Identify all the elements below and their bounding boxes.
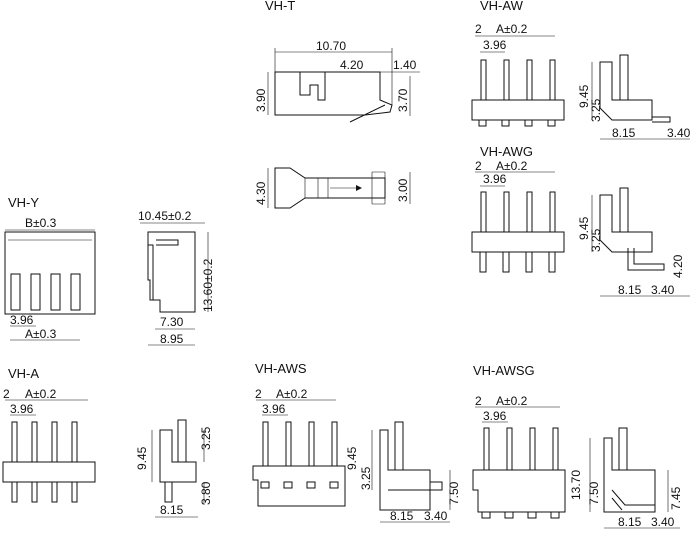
vh-y-base2-dim: 8.95 — [160, 332, 184, 346]
vh-awg-tail-dim: 4.20 — [671, 254, 685, 278]
vh-y-drawing: VH-Y B±0.3 3.96 A±0.3 10.45±0.2 13.60±0.… — [4, 195, 215, 346]
vh-aw-pins — [478, 59, 556, 127]
vh-a-h1-dim: 9.45 — [135, 446, 149, 470]
vh-t-drawing: VH-T 10.70 4.20 1.40 3.90 3.70 4.30 3.00 — [254, 0, 420, 209]
vh-y-side-h-dim: 13.60±0.2 — [201, 258, 215, 312]
vh-aw-side-view — [599, 54, 671, 123]
vh-y-title: VH-Y — [8, 195, 39, 210]
vh-aw-pitch-total-dim: A±0.2 — [496, 22, 528, 36]
vh-aw-housing — [471, 99, 565, 121]
vh-awsg-w2-dim: 3.40 — [651, 515, 675, 529]
vh-a-pitch-dim: 3.96 — [10, 402, 34, 416]
vh-t-top-h-dim: 4.30 — [254, 181, 268, 205]
vh-aw-edge-dim: 2 — [475, 22, 482, 36]
vh-awg-side-view — [599, 187, 665, 271]
vh-aws-h3-dim: 7.50 — [447, 481, 461, 505]
vh-aw-w1-dim: 8.15 — [612, 126, 636, 140]
vh-awg-h2-dim: 3.25 — [589, 228, 603, 252]
vh-t-side-view — [274, 71, 393, 116]
vh-awg-edge-dim: 2 — [475, 159, 482, 173]
vh-a-title: VH-A — [8, 366, 39, 381]
vh-awsg-title: VH-AWSG — [473, 363, 535, 378]
vh-awsg-pitch-total-dim: A±0.2 — [496, 394, 528, 408]
vh-awsg-side-view — [603, 427, 656, 513]
vh-t-mid-dim: 4.20 — [340, 58, 364, 72]
vh-aws-pitch-dim: 3.96 — [262, 402, 286, 416]
vh-aw-title: VH-AW — [480, 0, 524, 13]
vh-awg-w1-dim: 8.15 — [618, 283, 642, 297]
vh-aws-w1-dim: 8.15 — [390, 509, 414, 523]
vh-y-pitch-total-dim: A±0.3 — [25, 327, 57, 341]
vh-y-side-w-dim: 10.45±0.2 — [138, 209, 192, 223]
vh-awsg-drawing: VH-AWSG 2 A±0.2 3.96 13.70 7.50 7.45 8.1… — [472, 363, 683, 529]
vh-aw-h2-dim: 3.25 — [589, 98, 603, 122]
vh-a-pins — [11, 421, 78, 503]
vh-aws-housing — [252, 465, 346, 507]
vh-a-edge-dim: 2 — [3, 387, 10, 401]
vh-y-side-view — [147, 231, 196, 313]
vh-a-pitch-total-dim: A±0.2 — [25, 387, 57, 401]
vh-aws-h1-dim: 9.45 — [345, 446, 359, 470]
vh-awsg-h2-dim: 7.50 — [587, 481, 601, 505]
vh-t-length-dim: 10.70 — [316, 39, 346, 53]
vh-y-pitch-dim: 3.96 — [10, 313, 34, 327]
vh-awg-h1-dim: 9.45 — [577, 216, 591, 240]
vh-a-side-view — [159, 419, 197, 503]
vh-y-base1-dim: 7.30 — [160, 315, 184, 329]
vh-aws-drawing: VH-AWS 2 A±0.2 3.96 9.45 3.25 7.50 8.15 … — [252, 361, 461, 523]
vh-awg-drawing: VH-AWG 2 A±0.2 3.96 9.45 3.25 4.20 8.15 … — [471, 144, 690, 297]
vh-t-height2-dim: 3.70 — [396, 88, 410, 112]
vh-aws-side-view — [379, 421, 443, 511]
vh-t-top-h2-dim: 3.00 — [396, 178, 410, 202]
vh-awg-title: VH-AWG — [480, 144, 533, 159]
vh-aw-drawing: VH-AW 2 A±0.2 3.96 9.45 3.25 8.15 3.40 — [471, 0, 691, 140]
vh-y-slots — [10, 273, 81, 311]
vh-aw-pitch-dim: 3.96 — [483, 38, 507, 52]
vh-a-w1-dim: 8.15 — [160, 503, 184, 517]
vh-aw-w2-dim: 3.40 — [667, 126, 691, 140]
vh-awsg-h1-dim: 13.70 — [569, 470, 583, 500]
vh-awg-w2-dim: 3.40 — [651, 283, 675, 297]
vh-aws-pins — [260, 421, 339, 489]
vh-awsg-pitch-dim: 3.96 — [483, 409, 507, 423]
vh-t-title: VH-T — [265, 0, 295, 13]
vh-y-width-dim: B±0.3 — [25, 216, 57, 230]
vh-aws-pitch-total-dim: A±0.2 — [276, 387, 308, 401]
vh-a-drawing: VH-A 2 A±0.2 3.96 9.45 3.25 3.80 8.15 — [2, 366, 213, 518]
vh-awsg-edge-dim: 2 — [475, 394, 482, 408]
vh-aws-w2-dim: 3.40 — [424, 509, 448, 523]
vh-awsg-pins — [481, 427, 560, 519]
vh-a-housing — [2, 461, 96, 483]
vh-awg-pitch-dim: 3.96 — [483, 172, 507, 186]
vh-aws-h2-dim: 3.25 — [359, 466, 373, 490]
vh-awsg-h3-dim: 7.45 — [669, 486, 683, 510]
vh-awg-pitch-total-dim: A±0.2 — [496, 159, 528, 173]
vh-t-tip-dim: 1.40 — [393, 58, 417, 72]
vh-awsg-w1-dim: 8.15 — [618, 515, 642, 529]
vh-a-h2-dim: 3.25 — [199, 426, 213, 450]
vh-awsg-housing — [472, 469, 566, 513]
vh-awg-housing — [471, 231, 565, 253]
vh-awg-pins — [479, 191, 556, 273]
vh-aws-edge-dim: 2 — [255, 387, 262, 401]
vh-aw-h1-dim: 9.45 — [577, 84, 591, 108]
vh-aws-title: VH-AWS — [255, 361, 307, 376]
vh-t-spring — [349, 104, 386, 123]
vh-a-h3-dim: 3.80 — [199, 481, 213, 505]
vh-t-height-dim: 3.90 — [254, 88, 268, 112]
